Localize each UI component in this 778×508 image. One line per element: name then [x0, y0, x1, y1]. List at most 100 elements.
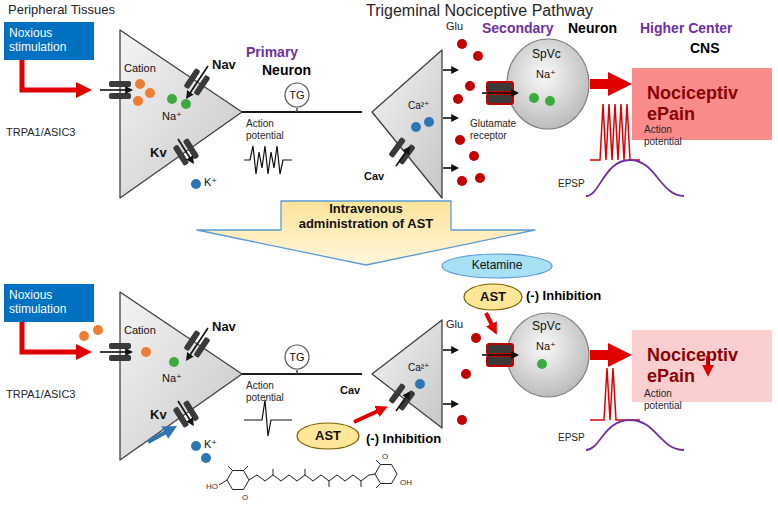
ion-flow-arrow	[443, 167, 452, 169]
glutamate-dot	[475, 173, 485, 183]
node-text: Nociceptiv ePain	[647, 83, 757, 124]
node-text: AST	[480, 290, 506, 305]
connector-arrow	[590, 350, 610, 360]
primary-neuron-ending: Cation NavNa⁺ KvK⁺	[92, 26, 242, 216]
center-heading: CNS	[690, 40, 720, 56]
signal-label: Action potential	[246, 380, 298, 403]
transmitter-label: Glu	[446, 318, 463, 331]
ganglion-stalk	[296, 108, 298, 112]
cation-ion	[141, 347, 151, 357]
ion-flow-arrow	[100, 351, 126, 353]
effect-label: (-) Inhibition	[366, 432, 441, 447]
drug-ellipse: Ketamine	[441, 253, 553, 279]
ion-flow-arrow	[443, 69, 452, 71]
stimulus-box: Noxious stimulation	[4, 284, 94, 322]
neuron-heading: Secondary	[482, 20, 554, 36]
epsp-curve	[586, 420, 684, 450]
drug-ellipse-outline	[442, 254, 552, 278]
primary-neuron-ending: CationNavNa⁺KvK⁺	[92, 288, 242, 478]
node-text: SpVc	[532, 320, 561, 334]
node-text: Na⁺	[162, 110, 182, 123]
cation-ion	[135, 79, 145, 89]
sodium-ion	[529, 93, 539, 103]
nucleus-ellipse-outline	[507, 313, 589, 397]
potassium-ion	[191, 179, 201, 189]
ganglion-stalk	[296, 370, 298, 374]
glutamate-dot	[461, 369, 471, 379]
node-text: Nav	[212, 58, 236, 73]
region-heading: Peripheral Tissues	[8, 3, 115, 18]
glutamate-dot	[453, 39, 485, 186]
sodium-ion	[181, 99, 191, 109]
calcium-ion	[415, 379, 425, 389]
node-text: Cation	[124, 324, 156, 337]
cation-ion	[93, 325, 103, 335]
inhibition-arrow	[486, 313, 492, 325]
node-text: Ketamine	[472, 259, 523, 273]
effect-label: (-) Inhibition	[526, 289, 601, 304]
potassium-ion	[201, 453, 211, 463]
node-text: K⁺	[204, 176, 217, 189]
action-potential-trace	[244, 400, 292, 436]
atom-label: OH	[400, 478, 412, 487]
transmitter-label: Glu	[446, 20, 463, 33]
glutamate-dot	[457, 333, 481, 425]
sodium-ion	[537, 359, 547, 369]
ion-flow-arrow	[178, 139, 190, 158]
inhibition-arrow	[354, 411, 378, 422]
glutamate-dot	[457, 176, 467, 186]
glutamate-dot	[465, 81, 475, 91]
sodium-ion	[545, 96, 555, 106]
action-potential-trace	[244, 146, 292, 174]
ion-flow-arrow	[396, 397, 406, 411]
connector-arrow	[22, 322, 78, 352]
node-text: Noxious stimulation	[9, 289, 89, 317]
channel-label: TRPA1/ASIC3	[6, 126, 76, 139]
connector-arrow	[242, 373, 362, 375]
glutamate-dot	[471, 333, 481, 343]
drug-ellipse-outline	[464, 284, 522, 310]
action-potential-trace	[244, 146, 292, 174]
ion-flow-arrow	[443, 117, 452, 119]
action-potential-trace	[244, 400, 292, 436]
node-text: TG	[289, 351, 304, 364]
calcium-ion	[411, 122, 421, 132]
signal-label: Action potential	[246, 118, 298, 141]
ganglion-circle-outline	[285, 83, 309, 107]
epsp-curve	[586, 160, 684, 196]
glutamate-dot	[469, 151, 479, 161]
node-text: K⁺	[204, 438, 217, 451]
node-text: Na⁺	[536, 340, 556, 353]
center-heading: Higher Center	[640, 20, 733, 36]
calcium-ion	[424, 117, 434, 127]
node-text: TG	[289, 89, 304, 102]
node-text: Cation	[124, 62, 156, 75]
glutamate-dot	[457, 415, 467, 425]
signal-label: Action potential	[644, 388, 696, 411]
potassium-ion	[191, 179, 201, 189]
atom-label: O	[242, 493, 248, 502]
calcium-ion	[415, 379, 425, 389]
atom-label: O	[382, 452, 388, 461]
node-text: Ca²⁺	[408, 362, 429, 374]
node-text: Cav	[340, 384, 360, 397]
diagram-title: Trigeminal Nociceptive Pathway	[366, 2, 593, 20]
glutamate-dot	[453, 94, 463, 104]
node-text: Ca²⁺	[408, 100, 429, 112]
node-text: Kv	[150, 146, 167, 161]
ganglion-circle: TG	[284, 82, 310, 108]
epsp-curve	[586, 160, 684, 196]
receptor-label: Glutamate receptor	[470, 118, 530, 141]
glutamate-dot	[455, 135, 465, 145]
ganglion-circle: TG	[284, 344, 310, 370]
potassium-ion	[191, 441, 201, 451]
node-text: SpVc	[532, 48, 561, 62]
chemical-structure	[219, 460, 397, 490]
sodium-ion	[167, 94, 177, 104]
ion-flow-arrow	[178, 401, 190, 420]
sodium-ion	[169, 357, 179, 367]
ion-flow-arrow	[482, 92, 512, 94]
node-text: Kv	[150, 408, 167, 423]
chemical-structure	[219, 460, 381, 488]
signal-label: Action potential	[644, 124, 696, 147]
